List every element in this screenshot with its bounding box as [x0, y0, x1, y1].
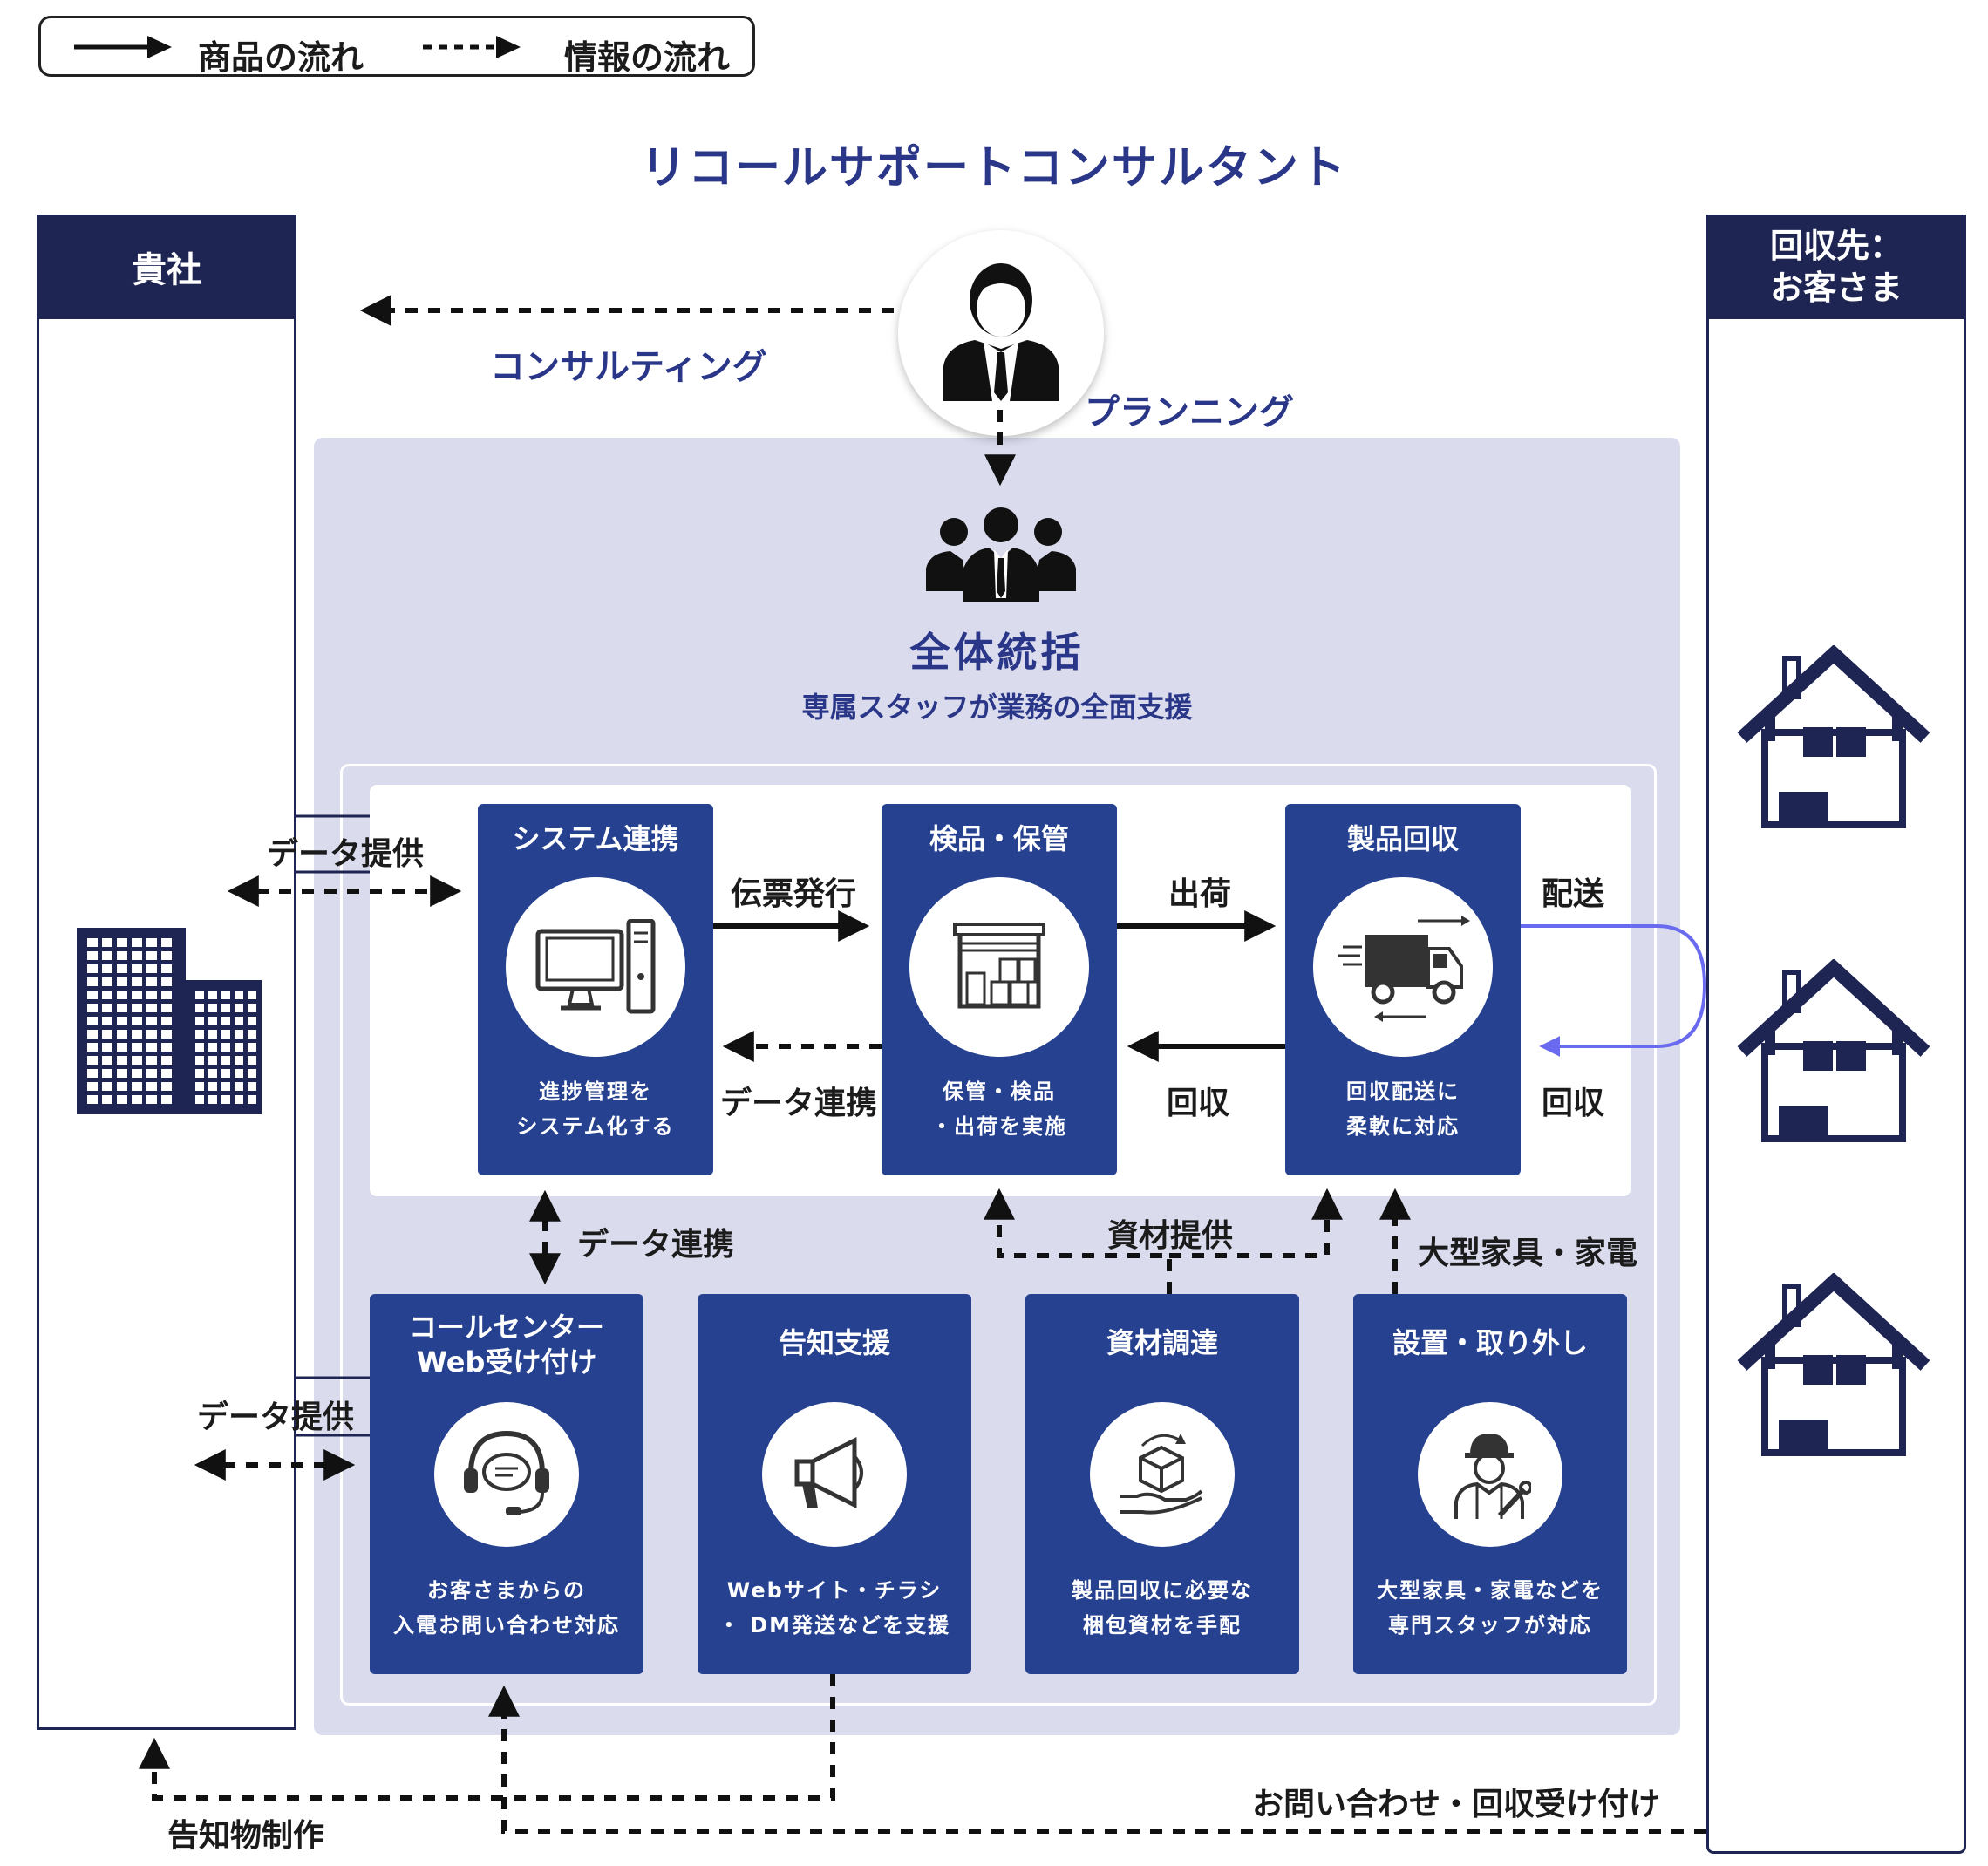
card-title: 設置・取り外し: [1392, 1326, 1588, 1359]
card-icon-circle: [1313, 877, 1493, 1057]
worker-icon: [1454, 1434, 1531, 1519]
notice-production-arrow: [139, 1674, 835, 1801]
card-icon-circle: [762, 1402, 907, 1547]
card-notice-support: 告知支援 Webサイト・チラシ ・ DM発送などを支援: [698, 1294, 971, 1674]
card-title: 製品回収: [1346, 822, 1459, 855]
card-title: システム連携: [512, 822, 679, 855]
team-icon: [926, 507, 1076, 602]
headset-icon: [464, 1430, 549, 1515]
card-call-center: コールセンター Web受け付け お客さまからの 入電お問い合わせ対応: [370, 1294, 643, 1674]
truck-icon: [1338, 916, 1470, 1022]
customer-column-header: 回収先： お客さま: [1706, 215, 1966, 319]
card-icon-circle: [434, 1402, 579, 1547]
warehouse-icon: [953, 923, 1045, 1009]
house-icon-2: [1737, 959, 1930, 1142]
office-building-icon: [77, 928, 262, 1114]
card-product-collection: 製品回収 回収配送に 柔軟に対応: [1285, 804, 1521, 1175]
package-hand-icon: [1120, 1434, 1203, 1515]
data-link-label: データ連携: [720, 1086, 878, 1121]
card-icon-circle: [909, 877, 1089, 1057]
legend-goods-flow: 商品の流れ: [198, 38, 364, 77]
card-desc: Webサイト・チラシ ・ DM発送などを支援: [718, 1578, 951, 1638]
notice-production-label: 告知物制作: [167, 1818, 325, 1854]
card-desc: 大型家具・家電などを 専門スタッフが対応: [1377, 1578, 1603, 1638]
card-material-procurement: 資材調達 製品回収に必要な 梱包資材を手配: [1025, 1294, 1299, 1674]
slip-issue-label: 伝票発行: [731, 876, 857, 912]
shipping-label: 出荷: [1168, 876, 1232, 912]
house-icon-1: [1737, 645, 1930, 828]
card-desc: お客さまからの 入電お問い合わせ対応: [393, 1578, 620, 1638]
collect-right-label: 回収: [1542, 1086, 1605, 1121]
data-provide-bottom-label: データ提供: [197, 1400, 355, 1435]
card-icon-circle: [506, 877, 685, 1057]
legend: 商品の流れ 情報の流れ: [38, 16, 755, 77]
card-install-removal: 設置・取り外し 大型家具・家電などを 専門スタッフが対応: [1353, 1294, 1627, 1674]
card-title: コールセンター Web受け付け: [408, 1311, 604, 1379]
card-desc: 保管・検品 ・出荷を実施: [931, 1079, 1067, 1139]
house-icon-3: [1737, 1273, 1930, 1456]
delivery-label: 配送: [1542, 876, 1605, 912]
solid-arrow-icon: [74, 36, 172, 58]
overall-title: 全体統括: [909, 629, 1085, 676]
megaphone-icon: [794, 1436, 863, 1509]
inquiry-reception-label: お問い合わせ・回収受け付け: [1252, 1787, 1661, 1822]
card-system-link: システム連携 進捗管理を システム化する: [478, 804, 713, 1175]
inquiry-reception-arrow: [488, 1685, 1706, 1834]
consultant-icon: [943, 263, 1059, 401]
card-title: 検品・保管: [929, 822, 1069, 855]
computer-icon: [535, 919, 656, 1014]
collect-middle-label: 回収: [1167, 1086, 1230, 1121]
consulting-label: コンサルティング: [490, 347, 767, 387]
card-icon-circle: [1090, 1402, 1235, 1547]
card-icon-circle: [1418, 1402, 1562, 1547]
overall-subtitle: 専属スタッフが業務の全面支援: [801, 691, 1193, 724]
material-provide-label: 資材提供: [1107, 1218, 1234, 1254]
data-link-vertical-label: データ連携: [577, 1227, 735, 1263]
legend-info-flow: 情報の流れ: [564, 38, 731, 77]
material-to-inspection-arrow: [984, 1188, 1172, 1294]
delivery-loop-arrow: [1521, 924, 1707, 1057]
card-desc: 進捗管理を システム化する: [516, 1079, 675, 1139]
data-provide-top-label: データ提供: [267, 836, 425, 872]
consultant-avatar: [898, 230, 1104, 436]
card-inspection-storage: 検品・保管 保管・検品 ・出荷を実施: [882, 804, 1117, 1175]
card-title: 資材調達: [1106, 1326, 1218, 1359]
dashed-arrow-icon: [423, 36, 521, 58]
card-desc: 製品回収に必要な 梱包資材を手配: [1072, 1578, 1253, 1638]
planning-label: プランニング: [1085, 392, 1294, 432]
service-inner-frame: [340, 764, 1657, 1706]
client-column-header: 貴社: [37, 215, 296, 319]
card-title: 告知支援: [778, 1326, 890, 1359]
large-furniture-label: 大型家具・家電: [1418, 1236, 1638, 1271]
material-to-collection-arrow: [1169, 1188, 1343, 1258]
page-title: リコールサポートコンサルタント: [640, 142, 1347, 194]
card-desc: 回収配送に 柔軟に対応: [1346, 1079, 1460, 1139]
